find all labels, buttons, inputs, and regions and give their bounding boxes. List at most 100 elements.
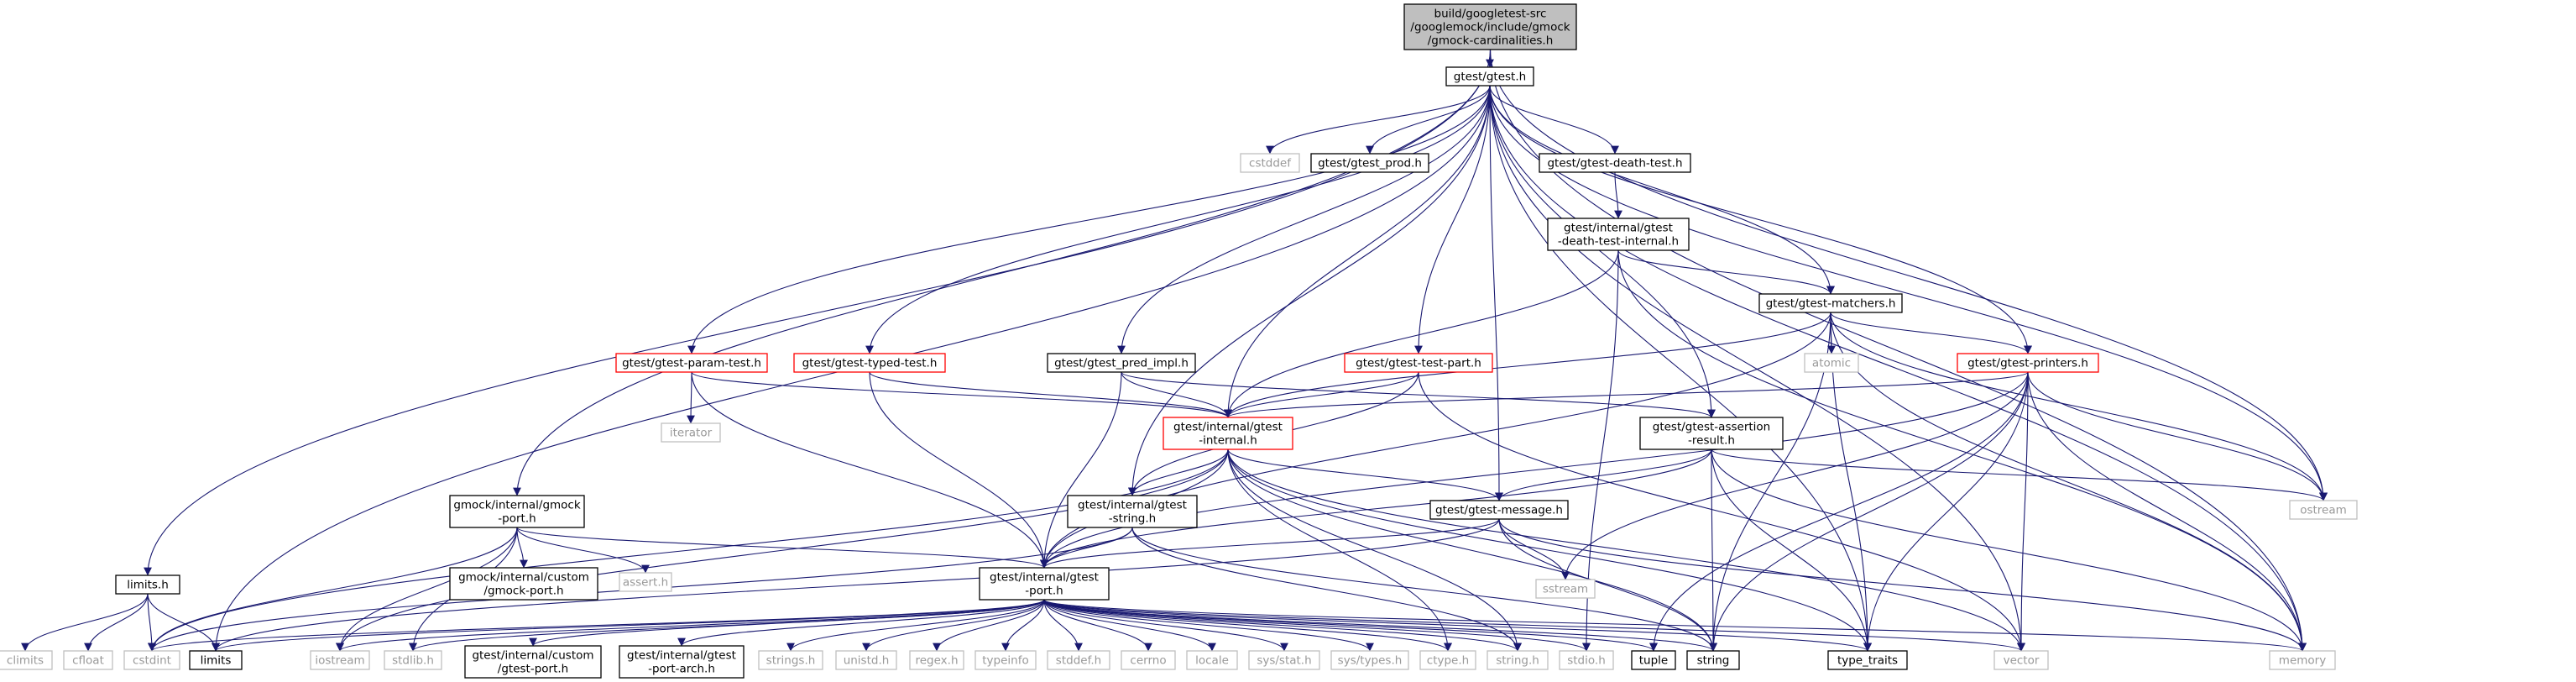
node-stddef-h[interactable]: stddef.h — [1047, 650, 1110, 670]
edge-gtest-internal-to-cstdint — [148, 449, 1229, 652]
node-gtest-message[interactable]: gtest/gtest-message.h — [1429, 500, 1569, 520]
node-locale[interactable]: locale — [1186, 650, 1238, 670]
node-assertion-result[interactable]: gtest/gtest-assertion-result.h — [1639, 417, 1784, 450]
edge-gtest-internal-to-ctype-h — [1227, 449, 1452, 652]
node-box — [793, 353, 946, 373]
node-limits-h[interactable]: limits.h — [115, 574, 180, 595]
edge-gtest-internal-to-vector — [1227, 449, 2025, 652]
node-typed-test[interactable]: gtest/gtest-typed-test.h — [793, 353, 946, 373]
node-limits[interactable]: limits — [189, 650, 243, 670]
node-gtest-internal[interactable]: gtest/internal/gtest-internal.h — [1163, 417, 1293, 450]
node-label: -death-test-internal.h — [1558, 235, 1679, 249]
node-stdlib-h[interactable]: stdlib.h — [384, 650, 442, 670]
node-strings-h[interactable]: strings.h — [758, 650, 823, 670]
node-gtest-prod[interactable]: gtest/gtest_prod.h — [1310, 153, 1429, 173]
node-atomic[interactable]: atomic — [1804, 353, 1859, 373]
edge-gtest-h-to-cstddef — [1266, 85, 1491, 155]
edge-pred-impl-to-assertion-result — [1121, 371, 1716, 418]
node-root[interactable]: build/googletest-src/googlemock/include/… — [1403, 3, 1577, 50]
node-type-traits[interactable]: type_traits — [1827, 650, 1908, 670]
node-box — [1047, 650, 1110, 670]
node-label: sys/stat.h — [1257, 654, 1311, 668]
node-iostream[interactable]: iostream — [310, 650, 370, 670]
node-iterator[interactable]: iterator — [661, 422, 721, 443]
node-sys-stat[interactable]: sys/stat.h — [1248, 650, 1320, 670]
edge-gmock-port-to-cstdint — [148, 527, 518, 652]
edge-test-part-to-gtest-internal — [1224, 371, 1419, 418]
node-custom-gtest-port[interactable]: gtest/internal/custom/gtest-port.h — [464, 645, 602, 679]
node-death-internal[interactable]: gtest/internal/gtest-death-test-internal… — [1547, 218, 1690, 251]
node-label: build/googletest-src — [1434, 8, 1547, 21]
node-cfloat[interactable]: cfloat — [63, 650, 113, 670]
edge-assertion-result-to-gtest-message — [1495, 449, 1712, 501]
node-box — [1957, 353, 2099, 373]
node-box — [619, 572, 672, 592]
node-sys-types[interactable]: sys/types.h — [1330, 650, 1409, 670]
node-box — [1121, 650, 1176, 670]
node-box — [661, 422, 721, 443]
node-label: gtest/gtest-test-part.h — [1356, 357, 1481, 370]
node-ostream[interactable]: ostream — [2289, 500, 2358, 520]
node-box — [909, 650, 964, 670]
node-unistd-h[interactable]: unistd.h — [835, 650, 897, 670]
edge-matchers-to-gtest-internal — [1224, 312, 1831, 418]
node-label: iterator — [670, 427, 713, 440]
node-box — [974, 650, 1037, 670]
edge-gtest-message-to-sstream — [1498, 518, 1570, 580]
node-matchers[interactable]: gtest/gtest-matchers.h — [1758, 293, 1903, 313]
edge-printers-to-type-traits — [1863, 371, 2029, 652]
node-typeinfo[interactable]: typeinfo — [974, 650, 1037, 670]
edge-printers-to-gtest-internal — [1224, 371, 2029, 418]
node-label: typeinfo — [982, 654, 1028, 668]
edge-gmock-port-to-gtest-port — [516, 527, 1048, 569]
node-custom-gmock-port[interactable]: gmock/internal/custom/gmock-port.h — [449, 567, 598, 601]
node-sstream[interactable]: sstream — [1535, 579, 1596, 599]
edge-gtest-internal-to-gtest-string — [1128, 449, 1229, 496]
node-box — [2269, 650, 2336, 670]
edge-gtest-port-to-regex-h — [933, 599, 1045, 652]
node-box — [1419, 650, 1476, 670]
edge-printers-to-gtest-port — [1040, 371, 2029, 569]
edge-gtest-port-to-custom-gtest-port — [529, 599, 1045, 647]
node-memory[interactable]: memory — [2269, 650, 2336, 670]
node-gtest-string[interactable]: gtest/internal/gtest-string.h — [1067, 495, 1198, 528]
node-port-arch[interactable]: gtest/internal/gtest-port-arch.h — [619, 645, 745, 679]
node-label: sys/types.h — [1338, 654, 1403, 668]
edge-assertion-result-to-string — [1709, 449, 1717, 652]
node-label: ostream — [2300, 504, 2347, 517]
node-test-part[interactable]: gtest/gtest-test-part.h — [1344, 353, 1493, 373]
node-gtest-h[interactable]: gtest/gtest.h — [1445, 66, 1534, 87]
edge-gtest-port-to-sys-stat — [1043, 599, 1288, 652]
edge-printers-to-sstream — [1561, 371, 2029, 580]
node-ctype-h[interactable]: ctype.h — [1419, 650, 1476, 670]
node-label: cerrno — [1130, 654, 1166, 668]
node-cstdint[interactable]: cstdint — [123, 650, 180, 670]
node-gtest-port[interactable]: gtest/internal/gtest-port.h — [979, 567, 1110, 601]
node-label: gtest/internal/gtest — [1173, 421, 1283, 434]
node-box — [1330, 650, 1409, 670]
edge-gtest-internal-to-string — [1227, 449, 1717, 652]
node-string-h[interactable]: string.h — [1487, 650, 1549, 670]
node-climits[interactable]: climits — [0, 650, 53, 670]
node-assert-h[interactable]: assert.h — [619, 572, 672, 592]
node-stdio-h[interactable]: stdio.h — [1559, 650, 1614, 670]
node-cerrno[interactable]: cerrno — [1121, 650, 1176, 670]
node-gmock-port[interactable]: gmock/internal/gmock-port.h — [449, 495, 585, 528]
edge-root-to-limits-h — [144, 49, 1492, 576]
node-tuple[interactable]: tuple — [1631, 650, 1676, 670]
node-regex-h[interactable]: regex.h — [909, 650, 964, 670]
node-pred-impl[interactable]: gtest/gtest_pred_impl.h — [1047, 353, 1196, 373]
edge-gtest-port-to-ctype-h — [1043, 599, 1452, 652]
node-death-test[interactable]: gtest/gtest-death-test.h — [1539, 153, 1691, 173]
node-printers[interactable]: gtest/gtest-printers.h — [1957, 353, 2099, 373]
node-box — [1547, 218, 1690, 251]
node-param-test[interactable]: gtest/gtest-param-test.h — [615, 353, 768, 373]
edge-gtest-h-to-gtest-prod — [1366, 85, 1491, 155]
node-string[interactable]: string — [1686, 650, 1740, 670]
edge-gtest-port-to-cstdint — [148, 599, 1045, 652]
node-vector[interactable]: vector — [1993, 650, 2049, 670]
node-box — [758, 650, 823, 670]
node-box — [1047, 353, 1196, 373]
node-cstddef[interactable]: cstddef — [1240, 153, 1300, 173]
edge-root-to-ostream — [1489, 49, 2328, 501]
